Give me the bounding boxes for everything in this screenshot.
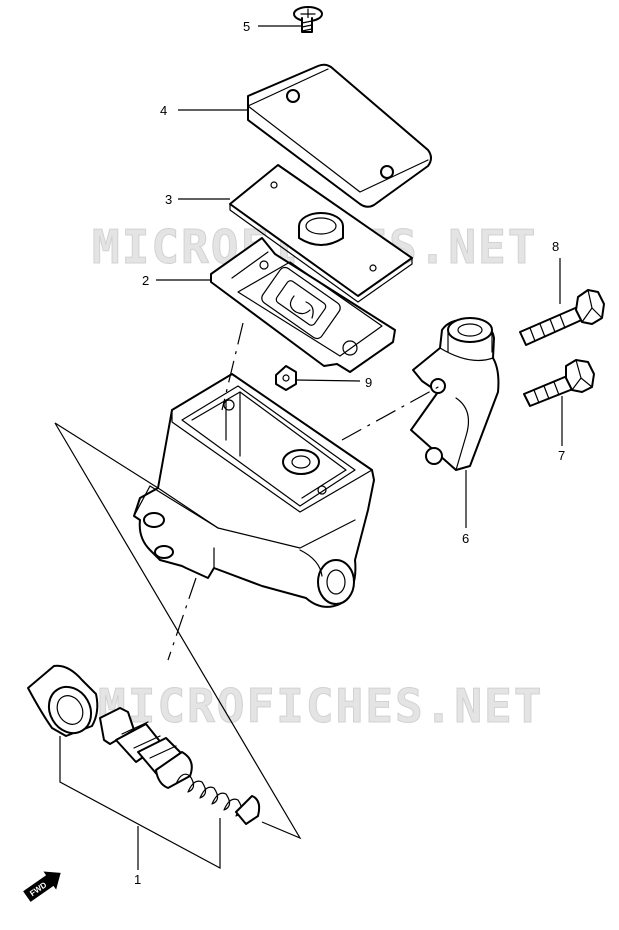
callout-4: 4 <box>160 103 167 118</box>
master-cylinder-body[interactable] <box>133 373 375 608</box>
holder-clamp[interactable] <box>410 317 500 471</box>
watermark-bottom: MICROFICHES.NET <box>98 679 543 733</box>
diaphragm[interactable] <box>229 164 413 303</box>
diaphragm-plate[interactable] <box>210 237 396 373</box>
fwd-arrow-badge: FWD <box>23 871 61 902</box>
piston-kit[interactable] <box>27 664 261 825</box>
reservoir-cap[interactable] <box>247 63 432 208</box>
callout-7: 7 <box>558 448 565 463</box>
callout-2: 2 <box>142 273 149 288</box>
callout-6: 6 <box>462 531 469 546</box>
clamp-bolt-upper[interactable] <box>519 289 605 346</box>
piston-spring <box>175 773 255 823</box>
callout-9: 9 <box>365 375 372 390</box>
callout-8: 8 <box>552 239 559 254</box>
callout-5: 5 <box>243 19 250 34</box>
callout-3: 3 <box>165 192 172 207</box>
cap-screw[interactable] <box>293 6 323 33</box>
callout-1: 1 <box>134 872 141 887</box>
clamp-bolt-lower[interactable] <box>523 359 595 407</box>
clip[interactable] <box>275 365 297 391</box>
